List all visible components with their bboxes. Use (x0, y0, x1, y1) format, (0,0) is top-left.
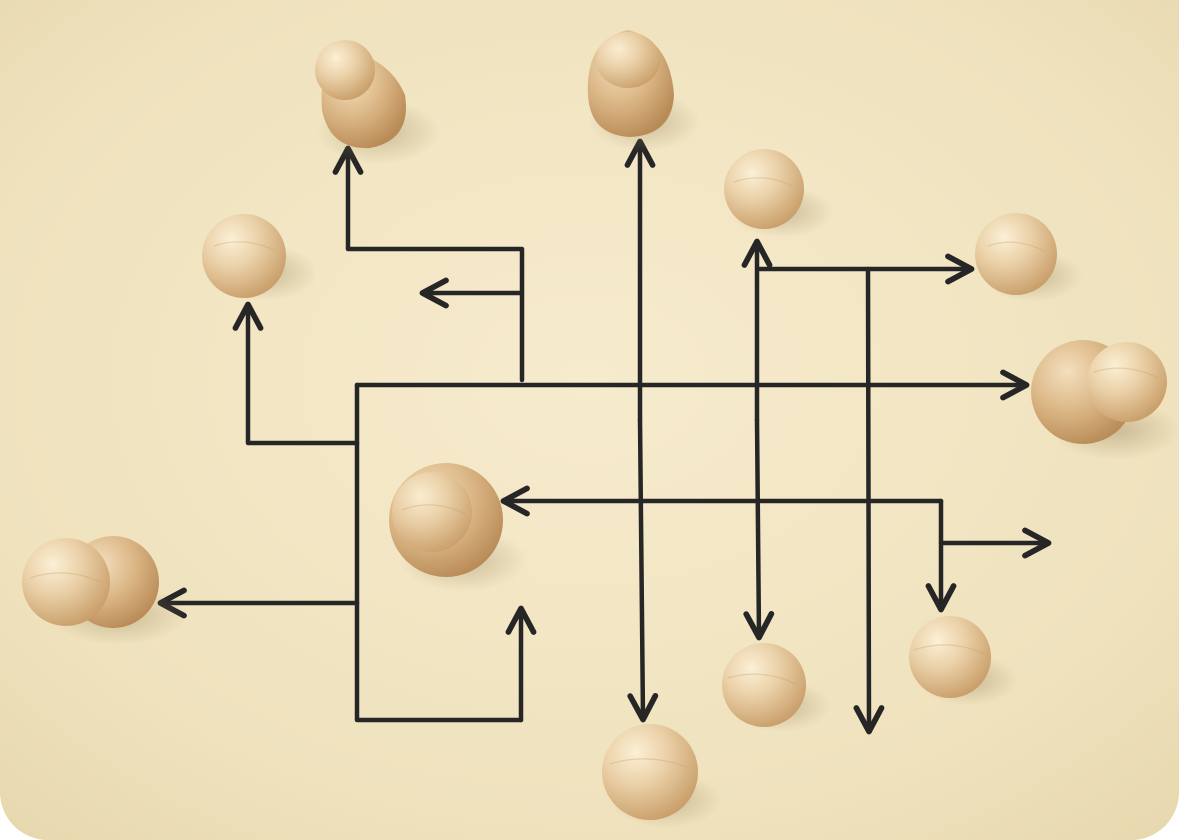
arrow-up-top-left (332, 145, 525, 383)
left-spine-line (354, 382, 524, 723)
peg-lower-right (909, 616, 991, 698)
arrow-down-bottom-center (627, 417, 659, 723)
peg-left-upper (202, 214, 286, 298)
wooden-pegs (22, 30, 1167, 820)
arrow-down-small-peg (743, 417, 775, 641)
arrow-network (157, 138, 1052, 735)
peg-top-left (315, 40, 406, 149)
peg-far-left (22, 536, 159, 628)
peg-top-right-small (724, 149, 804, 229)
arrow-up-left-peg (232, 301, 360, 446)
peg-bottom-center (602, 724, 698, 820)
peg-lower-middle (722, 643, 806, 727)
peg-right-upper (975, 213, 1057, 295)
peg-top-center (587, 30, 674, 137)
arrow-down-long-right (853, 266, 885, 735)
peg-far-right (1031, 340, 1167, 444)
wood-grain (29, 177, 1159, 769)
peg-center (389, 463, 503, 577)
